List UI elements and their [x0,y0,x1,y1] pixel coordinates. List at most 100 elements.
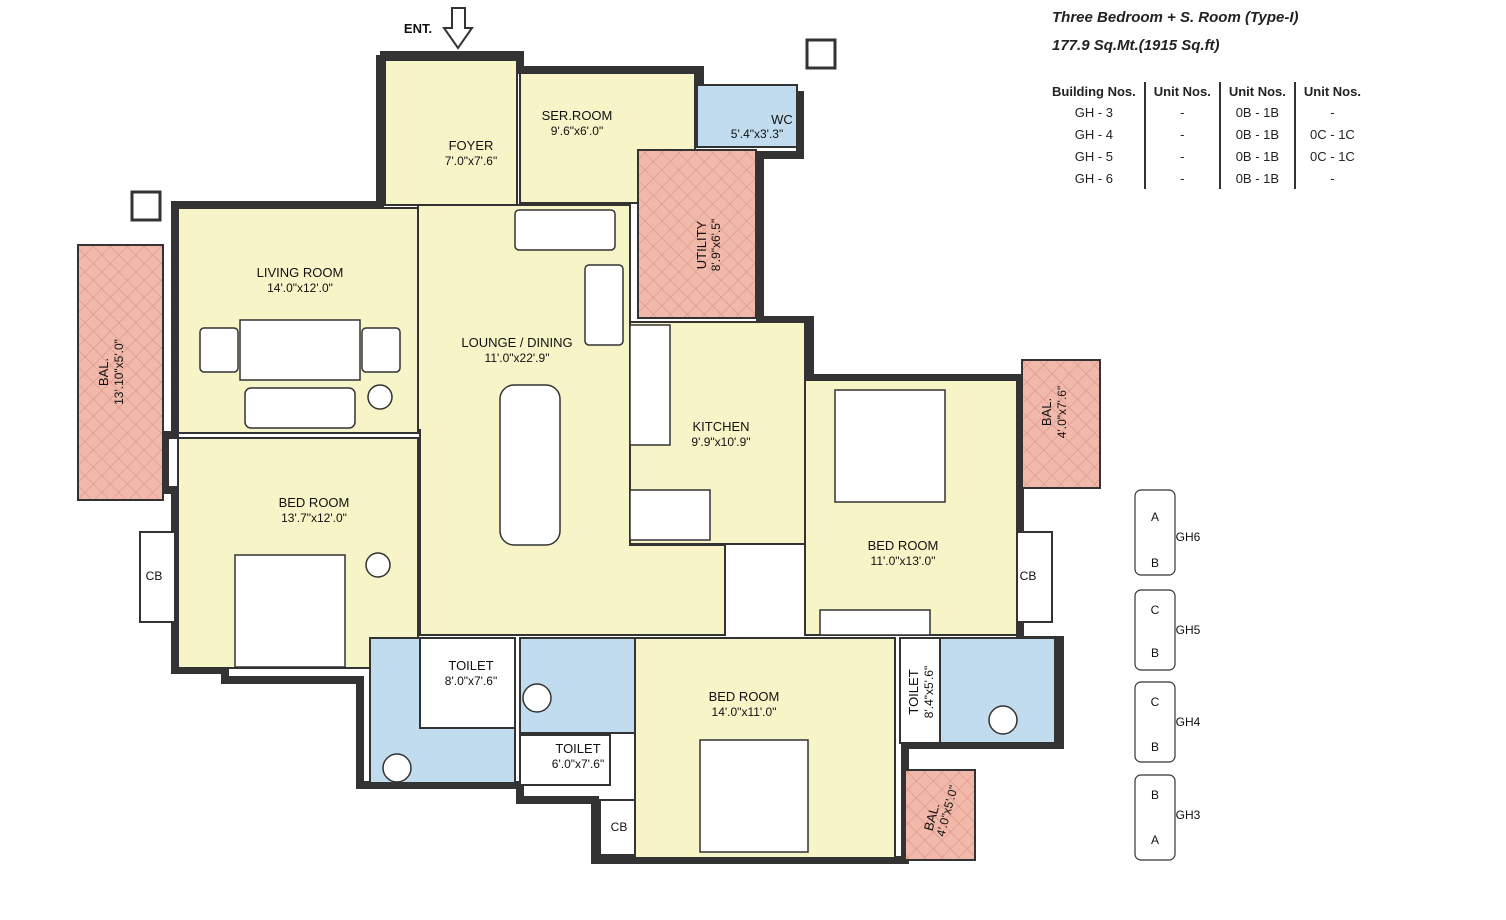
ser-room-name: SER.ROOM [542,108,613,123]
bal-left-name: BAL. [96,358,111,386]
sofa [244,387,356,429]
balcony-left [77,244,164,501]
toilet2-dim: 6'.0"x7'.6" [552,757,604,771]
key-label: B [1151,740,1159,754]
bed2-dim: 11'.0"x13'.0" [871,554,936,568]
table-cell: - [1143,145,1220,167]
toilet2-white [519,734,611,786]
key-label: A [1151,510,1159,524]
bal-right-name: BAL. [1039,398,1054,426]
room-fills [77,59,1101,861]
table-row: GH - 5 - 0B - 1B 0C - 1C [1044,145,1369,167]
key-label: B [1151,556,1159,570]
entrance-arrow-icon [442,7,474,50]
kitchen-name: KITCHEN [692,419,749,434]
table-row: GH - 4 - 0B - 1B 0C - 1C [1044,123,1369,145]
kitchen-dim: 9'.9"x10'.9" [691,435,750,449]
table-row: GH - 6 - 0B - 1B - [1044,167,1369,189]
table-cell: 0C - 1C [1293,123,1369,145]
lounge-sofa-top [514,209,616,251]
utility-area [637,149,757,319]
table-cell: 0B - 1B [1218,101,1295,123]
bed3-name: BED ROOM [709,689,780,704]
armchair-left [199,327,239,373]
plan-area: 177.9 Sq.Mt.(1915 Sq.ft) [1052,37,1220,54]
table-cell: - [1143,167,1220,189]
cupboard-label: CB [1020,569,1037,583]
wc-name: WC [771,112,793,127]
utility-name: UTILITY [694,220,709,269]
furniture [199,209,1018,853]
armchair-right [361,327,401,373]
cupboard-bottom [599,799,636,856]
toilet1-dim: 8'.0"x7'.6" [445,674,497,688]
table-cell: 0B - 1B [1218,167,1295,189]
dining-table [499,384,561,546]
bal-left-dim: 13'.10"x5'.0" [112,339,126,405]
bed3-bed [699,739,809,853]
utility-dim: 8'.9"x6'.5" [709,219,723,271]
lounge-name: LOUNGE / DINING [461,335,572,350]
coffee-table [239,319,361,381]
key-label: B [1151,646,1159,660]
table-header: Unit Nos. [1293,82,1369,101]
table-cell: GH - 4 [1074,126,1114,142]
ser-room-dim: 9'.6"x6'.0" [551,124,603,138]
table-cell: - [1143,123,1220,145]
table-cell: - [1293,167,1369,189]
foyer-dim: 7'.0"x7'.6" [445,154,497,168]
wc-area [696,84,798,148]
table-row: GH - 3 - 0B - 1B - [1044,101,1369,123]
kitchen-counter [629,324,671,446]
kitchen-counter-bottom [629,489,711,541]
table-cell: GH - 6 [1074,170,1114,186]
unit-table: Building Nos. Unit Nos. Unit Nos. Unit N… [1044,82,1369,189]
pillars [130,38,837,222]
toilet2-name: TOILET [555,741,600,756]
cupboard-label: CB [146,569,163,583]
table-cell: 0B - 1B [1218,123,1295,145]
table-cell: GH - 3 [1074,104,1114,120]
bed1-bed [234,554,346,668]
desk [819,609,931,636]
key-label: GH6 [1176,530,1201,544]
toilet3-dim: 8'.4"x5'.6" [922,666,936,718]
lounge-dim: 11'.0"x22'.9" [485,351,550,365]
plan-title: Three Bedroom + S. Room (Type-I) [1052,9,1299,26]
table-header: Unit Nos. [1143,82,1220,101]
cupboard-right [1016,531,1053,623]
bal-right-dim: 4'.0"x7'.6" [1055,386,1069,438]
key-label: A [1151,833,1159,847]
foyer-area [384,59,518,206]
bed2-bed [834,389,946,503]
bal-bottom-name: BAL. [921,801,943,832]
balcony-bottom [904,769,976,861]
table-cell: 0B - 1B [1218,145,1295,167]
bed3-dim: 14'.0"x11'.0" [712,705,777,719]
table-header: Unit Nos. [1218,82,1295,101]
key-plan: A GH6 B C GH5 B C GH4 B B GH3 A [1134,489,1201,861]
table-cell: GH - 5 [1074,148,1114,164]
cupboard-label: CB [611,820,628,834]
table-header-row: Building Nos. Unit Nos. Unit Nos. Unit N… [1044,82,1369,101]
key-label: C [1151,603,1160,617]
foyer-name: FOYER [449,138,494,153]
toilet1-white [419,637,516,729]
bed1-name: BED ROOM [279,495,350,510]
living-name: LIVING ROOM [257,265,344,280]
entrance-label: ENT. [404,21,432,36]
table-cell: - [1293,101,1369,123]
toilet1-name: TOILET [448,658,493,673]
lounge-area [417,204,726,636]
balcony-right [1021,359,1101,489]
key-label: C [1151,695,1160,709]
table-header: Building Nos. [1052,84,1136,99]
bed1-dim: 13'.7"x12'.0" [281,511,347,525]
bed2-name: BED ROOM [868,538,939,553]
cupboard-left [139,531,176,623]
living-dim: 14'.0"x12'.0" [267,281,333,295]
key-label: GH4 [1176,715,1201,729]
room-labels: FOYER 7'.0"x7'.6" SER.ROOM 9'.6"x6'.0" W… [96,108,1069,838]
table-cell: 0C - 1C [1293,145,1369,167]
